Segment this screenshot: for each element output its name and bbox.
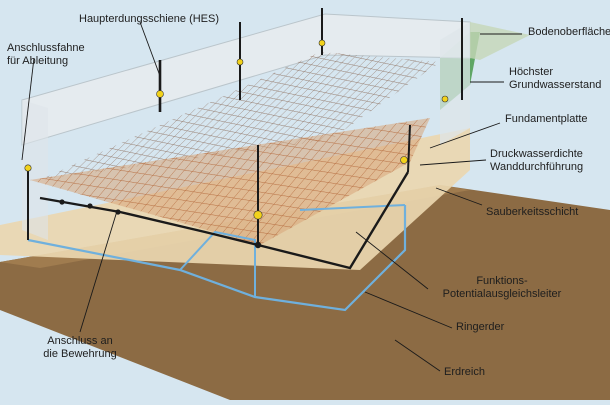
ring-earth-cross xyxy=(179,230,256,297)
leader-anschluss xyxy=(79,210,118,333)
rebar-clamp-4 xyxy=(254,241,262,249)
label-funktions-line1: Funktions- xyxy=(476,275,528,287)
label-haupterdungsschiene: Haupterdungsschiene (HES) xyxy=(79,13,220,25)
rebar-clamp-2 xyxy=(87,203,93,209)
rebar-clamp-1 xyxy=(59,199,65,205)
label-erdreich: Erdreich xyxy=(444,366,485,378)
terminal-rod-3 xyxy=(441,95,449,103)
ground-surface xyxy=(470,22,530,60)
label-grundwasser-line2: Grundwasserstand xyxy=(509,79,602,91)
right-wall xyxy=(440,22,470,145)
terminal-center xyxy=(253,210,263,220)
terminal-left xyxy=(24,164,32,172)
terminal-hes xyxy=(156,90,164,98)
terminal-wall-right xyxy=(400,156,408,164)
leader-funktions xyxy=(355,231,429,290)
bonding-riser-right xyxy=(407,124,411,173)
upper-slab-mesh xyxy=(40,52,440,180)
leader-lines xyxy=(21,21,522,372)
foundation-slab-mesh xyxy=(30,118,430,245)
leader-anschlussfahne xyxy=(21,57,35,161)
terminal-rod-2 xyxy=(318,39,326,47)
label-anschlussfahne-line1: Anschlussfahne xyxy=(7,42,85,54)
label-wanddurchfuehrung-line1: Druckwasserdichte xyxy=(490,148,583,160)
leader-hes xyxy=(139,21,161,77)
leader-sauberkeitsschicht xyxy=(435,187,483,206)
label-fundamentplatte: Fundamentplatte xyxy=(505,113,588,125)
label-wanddurchfuehrung-line2: Wanddurchführung xyxy=(490,161,584,173)
label-grundwasser-line1: Höchster xyxy=(509,66,554,78)
ring-earth-electrode xyxy=(27,205,407,312)
label-funktions-line2: Potentialausgleichsleiter xyxy=(442,288,562,300)
leader-erdreich xyxy=(394,339,441,372)
label-ringerder: Ringerder xyxy=(456,321,505,333)
bonding-conductor xyxy=(39,171,410,270)
leader-wanddurchfuehrung xyxy=(419,159,487,166)
label-anschluss-line2: die Bewehrung xyxy=(43,348,117,360)
label-anschluss-line1: Anschluss an xyxy=(47,335,113,347)
label-anschlussfahne-line2: für Ableitung xyxy=(7,55,69,67)
label-sauberkeitsschicht: Sauberkeitsschicht xyxy=(486,206,579,218)
label-bodenoberflaeche: Bodenoberfläche xyxy=(528,26,610,38)
terminal-rod-1 xyxy=(236,58,244,66)
leader-ringerder xyxy=(364,291,453,329)
leader-fundamentplatte xyxy=(429,122,501,149)
